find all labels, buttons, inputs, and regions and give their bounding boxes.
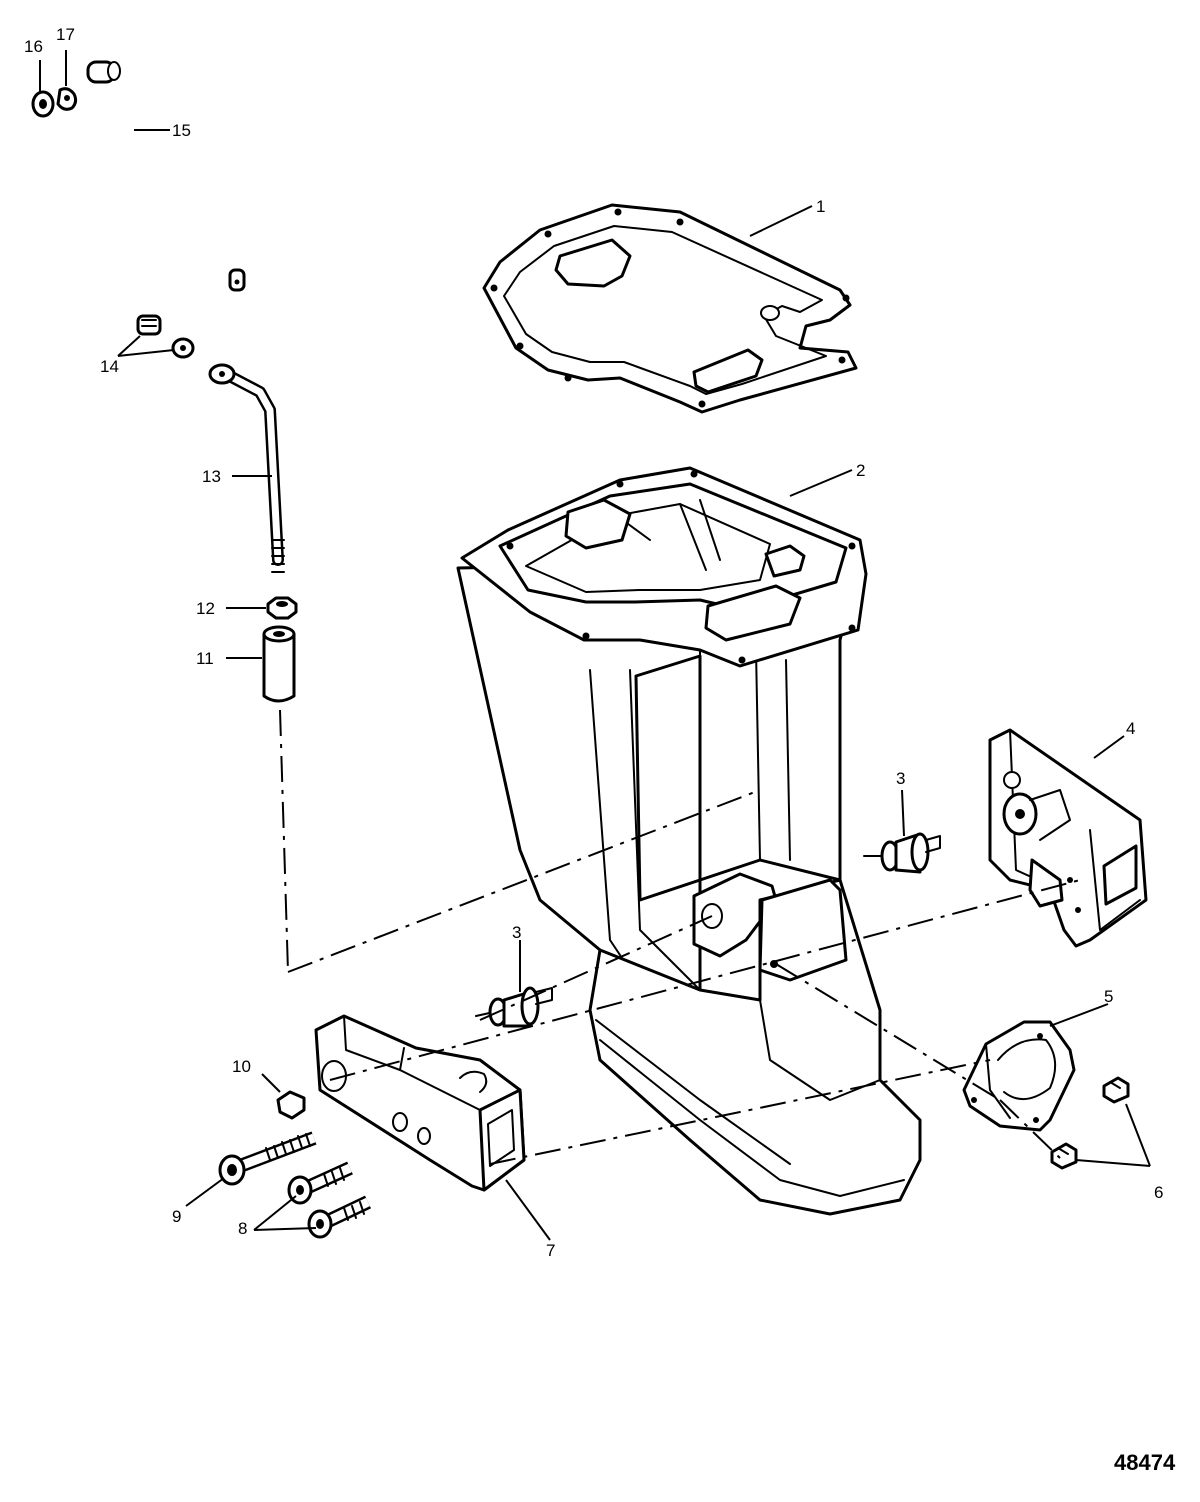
part-17-clip	[56, 87, 78, 111]
leader-lines	[39, 50, 1151, 1241]
part-16-nut	[31, 90, 55, 118]
callout-5: 5	[1104, 987, 1113, 1006]
callout-1: 1	[816, 197, 825, 216]
callout-9: 9	[172, 1207, 181, 1226]
part-12-hex-nut	[266, 596, 298, 620]
callout-8: 8	[238, 1219, 247, 1238]
callout-12: 12	[196, 599, 215, 618]
part-1-gasket	[482, 203, 858, 414]
callout-11: 11	[196, 649, 214, 668]
callout-10: 10	[232, 1057, 251, 1076]
callout-labels: 1 2 3 3 4 5 6 7 8 9 10 11 12 13 14 15 16…	[24, 25, 1163, 1260]
callout-3-lower: 3	[512, 923, 521, 942]
part-11-coupler	[262, 625, 296, 703]
part-6-screws	[1050, 1076, 1130, 1170]
callout-6: 6	[1154, 1183, 1163, 1202]
callout-7: 7	[546, 1241, 555, 1260]
callout-2: 2	[856, 461, 865, 480]
part-3-rubber-mount-upper	[863, 832, 941, 874]
callout-3-upper: 3	[896, 769, 905, 788]
part-13-shift-shaft	[208, 363, 285, 573]
callout-14: 14	[100, 357, 119, 376]
callout-15: 15	[172, 121, 191, 140]
part-10-nut	[276, 1090, 306, 1120]
drawing-number: 48474	[1114, 1450, 1176, 1475]
assembly-lines	[279, 709, 1081, 1165]
part-7-lower-mount	[314, 1014, 526, 1192]
part-2-driveshaft-housing	[456, 466, 922, 1216]
part-8-bolts	[287, 1161, 372, 1239]
callout-13: 13	[202, 467, 221, 486]
part-5-cover	[962, 1020, 1076, 1132]
callout-17: 17	[56, 25, 75, 44]
part-14-screw-and-washer	[136, 314, 195, 359]
callout-16: 16	[24, 37, 43, 56]
callout-4: 4	[1126, 719, 1135, 738]
part-4-upper-mount	[988, 728, 1148, 948]
part-15-shift-rod	[86, 60, 246, 292]
part-9-bolt	[218, 1131, 317, 1186]
